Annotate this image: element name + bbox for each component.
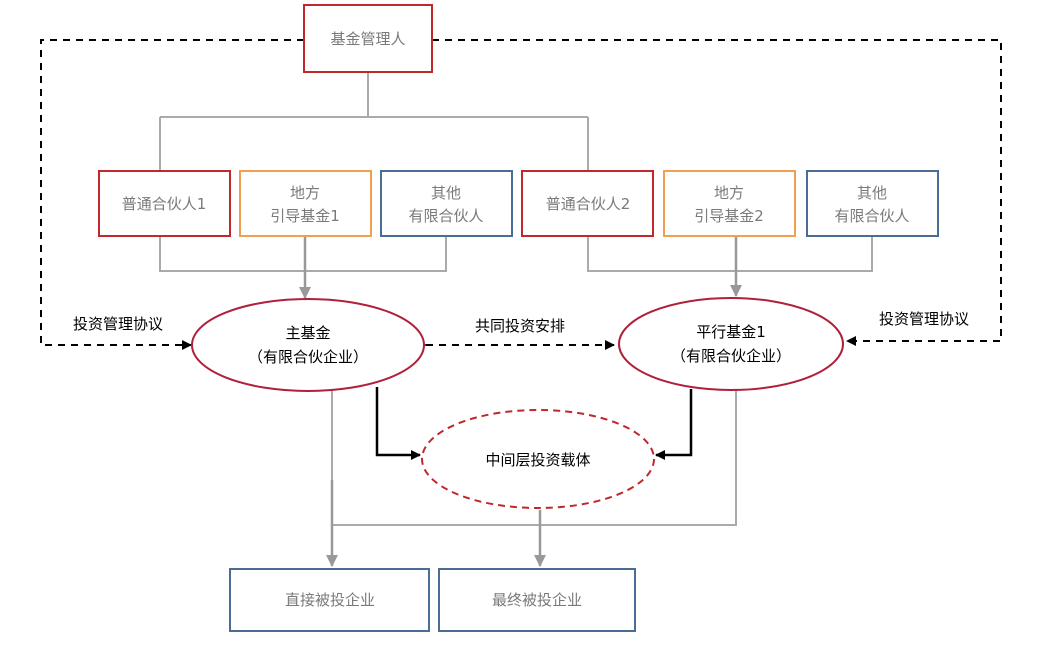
intermediate-ellipse: 中间层投资载体 (421, 409, 655, 509)
lp1-label-1: 其他 (431, 184, 461, 202)
gp2-label: 普通合伙人2 (546, 195, 631, 213)
connector-lines (159, 72, 873, 526)
guide1-box: 地方 引导基金1 (239, 170, 372, 237)
main-fund-label-2: （有限合伙企业） (248, 348, 368, 366)
lp2-label-1: 其他 (857, 184, 887, 202)
final-invest-box: 最终被投企业 (438, 568, 636, 632)
parallel-fund-label-2: （有限合伙企业） (671, 347, 791, 365)
lp1-label-2: 有限合伙人 (408, 207, 483, 225)
parallel-fund-ellipse: 平行基金1 （有限合伙企业） (618, 297, 844, 391)
gp1-box: 普通合伙人1 (98, 170, 231, 237)
co-invest-label: 共同投资安排 (475, 317, 565, 335)
black-arrows (375, 387, 693, 460)
main-fund-ellipse: 主基金 （有限合伙企业） (191, 298, 425, 392)
parallel-fund-label-1: 平行基金1 (696, 323, 766, 341)
lp2-box: 其他 有限合伙人 (806, 170, 939, 237)
gp2-box: 普通合伙人2 (521, 170, 654, 237)
guide2-box: 地方 引导基金2 (663, 170, 796, 237)
guide2-label-1: 地方 (714, 184, 744, 202)
final-invest-label: 最终被投企业 (492, 591, 582, 609)
dashed-agreement-lines (40, 39, 1002, 350)
intermediate-label: 中间层投资载体 (485, 451, 590, 469)
gp1-label: 普通合伙人1 (122, 195, 207, 213)
manager-box: 基金管理人 (303, 4, 433, 73)
guide1-label-1: 地方 (290, 184, 320, 202)
mgmt-agreement-right-label: 投资管理协议 (879, 310, 969, 328)
lp1-box: 其他 有限合伙人 (380, 170, 513, 237)
mgmt-agreement-left-label: 投资管理协议 (73, 315, 163, 333)
direct-invest-box: 直接被投企业 (229, 568, 430, 632)
direct-invest-label: 直接被投企业 (285, 591, 375, 609)
main-fund-label-1: 主基金 (285, 324, 330, 342)
manager-label: 基金管理人 (330, 30, 405, 48)
guide1-label-2: 引导基金1 (270, 207, 340, 225)
gray-arrows (299, 237, 742, 567)
guide2-label-2: 引导基金2 (694, 207, 764, 225)
lp2-label-2: 有限合伙人 (834, 207, 909, 225)
